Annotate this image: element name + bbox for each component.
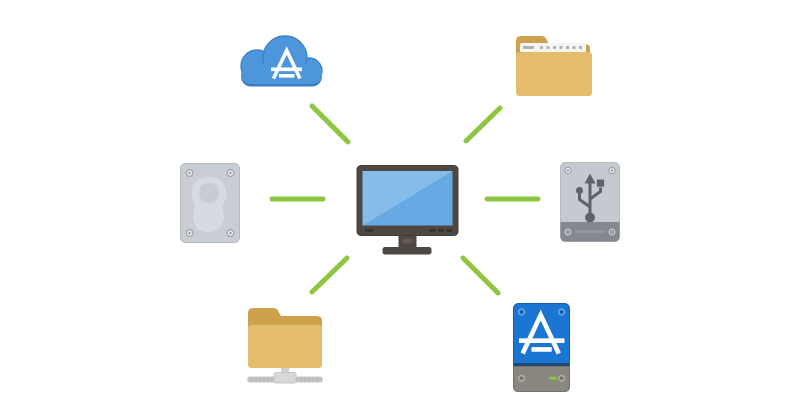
acronis-drive-seam xyxy=(514,363,569,367)
acronis-drive-band xyxy=(513,366,570,392)
folder-icon xyxy=(516,36,592,96)
usb-drive-icon xyxy=(560,162,620,242)
drive-led-indicator xyxy=(549,376,557,380)
monitor-stand-base xyxy=(382,247,432,255)
acronis-drive-icon xyxy=(513,303,570,392)
node-network-folder xyxy=(246,306,324,386)
node-internal-hard-drive xyxy=(180,163,240,243)
acronis-logo-a xyxy=(271,46,302,80)
monitor-screen xyxy=(362,171,453,226)
link-computer-network-folder xyxy=(309,255,350,295)
computer-monitor-icon xyxy=(356,165,459,255)
acronis-drive-screws xyxy=(517,308,566,382)
monitor-stand-notch xyxy=(402,238,413,244)
acronis-cloud-icon xyxy=(240,35,323,87)
network-folder-front xyxy=(248,325,322,368)
network-t-connector xyxy=(273,372,297,384)
node-computer xyxy=(352,165,462,258)
node-cloud-storage: A xyxy=(233,33,327,87)
usb-screws xyxy=(564,166,616,236)
node-acronis-bootable-drive: A xyxy=(513,303,570,392)
folder-front xyxy=(516,52,592,96)
link-computer-bootable-drive xyxy=(460,255,501,296)
hard-drive-icon xyxy=(180,163,240,243)
hdd-screws xyxy=(185,168,235,238)
node-local-folder xyxy=(514,32,592,96)
network-connector-neck xyxy=(281,366,289,377)
acronis-logo-a xyxy=(519,309,565,355)
node-usb-external-drive xyxy=(560,162,620,242)
link-computer-local-folder xyxy=(463,105,503,144)
link-computer-cloud xyxy=(309,103,351,145)
hdd-spindle xyxy=(199,183,219,203)
network-folder-icon xyxy=(247,308,323,384)
usb-band-slot xyxy=(575,230,605,233)
paper-marks xyxy=(523,46,582,49)
monitor-buttons xyxy=(365,229,453,232)
usb-symbol-icon xyxy=(575,173,605,223)
